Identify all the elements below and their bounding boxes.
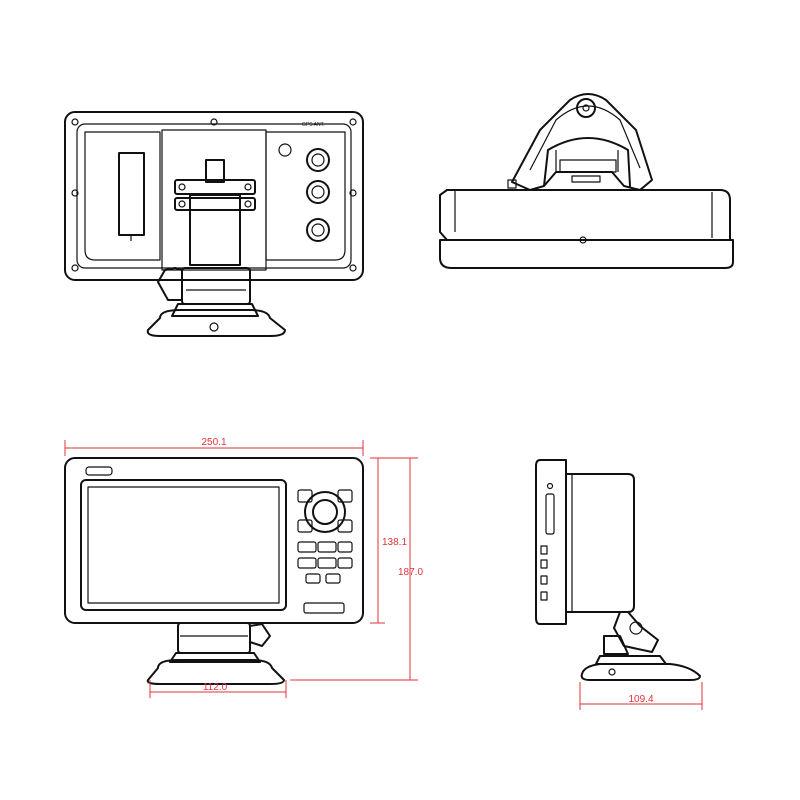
rear-view: GPS ANT. (64, 111, 364, 337)
base-width-dimension-label: 112.0 (203, 682, 228, 693)
width-dimension-label: 250.1 (201, 437, 226, 448)
dimension-lines (64, 440, 703, 710)
side-view (535, 459, 701, 681)
front-view (64, 457, 364, 685)
top-view (439, 93, 734, 269)
display-height-dimension-label: 138.1 (382, 537, 407, 548)
total-height-dimension-label: 187.0 (398, 567, 423, 578)
side-base-width-dimension-label: 109.4 (628, 694, 653, 705)
connector-label: GPS ANT. (302, 122, 325, 128)
